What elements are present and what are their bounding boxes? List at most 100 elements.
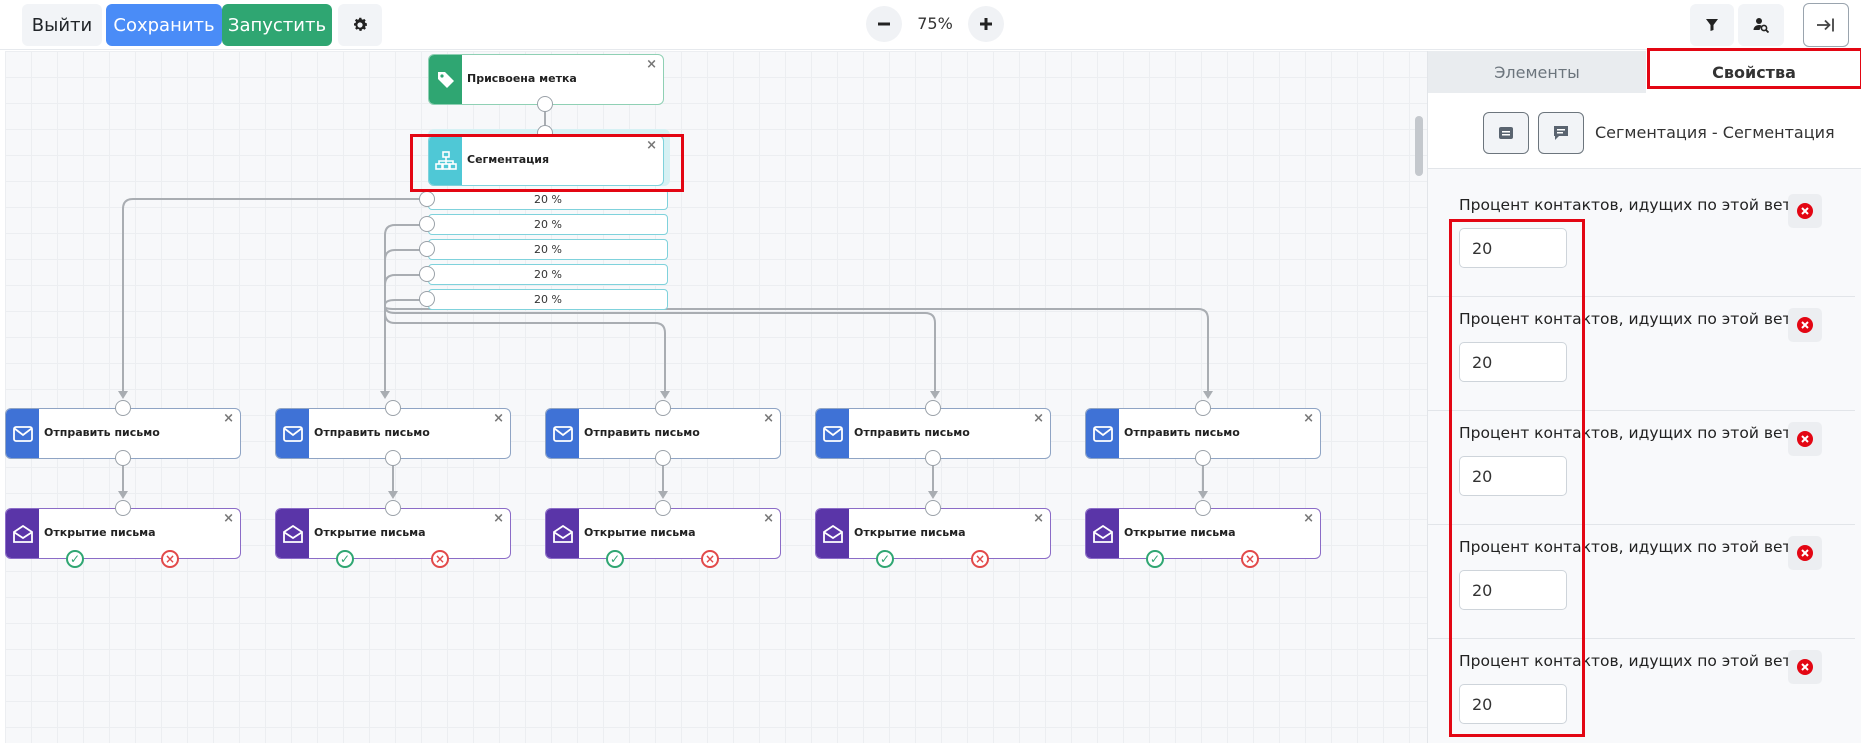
node-icon-bg [276, 409, 309, 458]
port-open-in[interactable] [115, 500, 131, 516]
x-circle-icon[interactable]: × [701, 550, 719, 568]
node-title: Открытие письма [44, 526, 156, 539]
exit-button[interactable]: Выйти [22, 4, 102, 46]
port-send-out[interactable] [655, 450, 671, 466]
port-branch-out[interactable] [419, 241, 435, 257]
zoom-in-button[interactable] [968, 6, 1004, 42]
node-send-email[interactable]: Отправить письмо × [545, 408, 781, 459]
segmentation-branch[interactable]: 20 % [428, 214, 668, 235]
node-title: Отправить письмо [314, 426, 430, 439]
port-send-in[interactable] [1195, 400, 1211, 416]
port-tag-out[interactable] [537, 96, 553, 112]
branch-percent: 20 % [534, 218, 562, 231]
node-title: Присвоена метка [467, 72, 577, 85]
port-send-out[interactable] [385, 450, 401, 466]
field-label: Процент контактов, идущих по этой ветке: [1459, 424, 1816, 442]
port-send-in[interactable] [925, 400, 941, 416]
node-email-opened[interactable]: Открытие письма × [815, 508, 1051, 559]
user-search-icon [1753, 18, 1769, 33]
properties-panel: Элементы Свойства Сегментация - Сегмента… [1427, 48, 1861, 743]
x-circle-icon[interactable]: × [1241, 550, 1259, 568]
check-circle-icon[interactable]: ✓ [1146, 550, 1164, 568]
canvas-scrollbar[interactable] [1415, 116, 1423, 176]
port-send-in[interactable] [115, 400, 131, 416]
port-send-out[interactable] [925, 450, 941, 466]
port-send-in[interactable] [385, 400, 401, 416]
gear-icon [354, 17, 368, 31]
tab-properties[interactable]: Свойства [1646, 51, 1861, 93]
node-title: Открытие письма [1124, 526, 1236, 539]
close-icon[interactable]: × [646, 57, 657, 72]
segmentation-branch[interactable]: 20 % [428, 239, 668, 260]
collapse-panel-button[interactable] [1803, 3, 1849, 47]
port-branch-out[interactable] [419, 291, 435, 307]
envelope-open-icon [12, 524, 33, 543]
port-open-in[interactable] [385, 500, 401, 516]
message-button[interactable] [1483, 112, 1529, 154]
envelope-icon [1092, 425, 1113, 442]
comment-button[interactable] [1538, 112, 1584, 154]
port-branch-out[interactable] [419, 216, 435, 232]
user-search-button[interactable] [1738, 4, 1784, 46]
delete-branch-button[interactable] [1788, 536, 1822, 570]
branch-percent: 20 % [534, 243, 562, 256]
close-icon[interactable]: × [223, 411, 234, 426]
check-circle-icon[interactable]: ✓ [66, 550, 84, 568]
delete-branch-button[interactable] [1788, 422, 1822, 456]
segmentation-branch[interactable]: 20 % [428, 264, 668, 285]
node-email-opened[interactable]: Открытие письма × [275, 508, 511, 559]
x-circle-icon[interactable]: × [431, 550, 449, 568]
x-circle-icon[interactable]: × [971, 550, 989, 568]
port-open-in[interactable] [655, 500, 671, 516]
x-circle-icon [1797, 203, 1813, 219]
close-icon[interactable]: × [223, 511, 234, 526]
filter-button[interactable] [1690, 4, 1734, 46]
port-send-out[interactable] [1195, 450, 1211, 466]
port-send-in[interactable] [655, 400, 671, 416]
delete-branch-button[interactable] [1788, 194, 1822, 228]
x-circle-icon[interactable]: × [161, 550, 179, 568]
node-email-opened[interactable]: Открытие письма × [545, 508, 781, 559]
segmentation-branch[interactable]: 20 % [428, 289, 668, 310]
segmentation-branch[interactable]: 20 % [428, 189, 668, 210]
close-icon[interactable]: × [1033, 411, 1044, 426]
tab-elements[interactable]: Элементы [1428, 51, 1646, 93]
save-button[interactable]: Сохранить [106, 4, 222, 46]
close-icon[interactable]: × [763, 511, 774, 526]
percent-input[interactable]: 20 [1459, 456, 1567, 496]
close-icon[interactable]: × [646, 138, 657, 153]
percent-input[interactable]: 20 [1459, 228, 1567, 268]
run-button[interactable]: Запустить [222, 4, 332, 46]
node-segmentation[interactable]: Сегментация × [428, 135, 664, 186]
port-open-in[interactable] [1195, 500, 1211, 516]
zoom-out-button[interactable] [866, 6, 902, 42]
close-icon[interactable]: × [493, 411, 504, 426]
port-send-out[interactable] [115, 450, 131, 466]
check-circle-icon[interactable]: ✓ [606, 550, 624, 568]
settings-button[interactable] [338, 4, 382, 46]
node-email-opened[interactable]: Открытие письма × [1085, 508, 1321, 559]
close-icon[interactable]: × [493, 511, 504, 526]
percent-input[interactable]: 20 [1459, 342, 1567, 382]
close-icon[interactable]: × [1303, 411, 1314, 426]
percent-input[interactable]: 20 [1459, 570, 1567, 610]
close-icon[interactable]: × [1033, 511, 1044, 526]
check-circle-icon[interactable]: ✓ [876, 550, 894, 568]
flow-canvas[interactable]: Присвоена метка × Сегментация × 20 % 20 … [5, 51, 1427, 743]
delete-branch-button[interactable] [1788, 308, 1822, 342]
zoom-level: 75% [917, 14, 953, 33]
percent-input[interactable]: 20 [1459, 684, 1567, 724]
delete-branch-button[interactable] [1788, 650, 1822, 684]
branch-percent-field: Процент контактов, идущих по этой ветке:… [1428, 639, 1855, 753]
close-icon[interactable]: × [1303, 511, 1314, 526]
element-name: Сегментация - Сегментация [1595, 123, 1835, 142]
node-icon-bg [546, 509, 579, 558]
port-branch-out[interactable] [419, 191, 435, 207]
port-open-in[interactable] [925, 500, 941, 516]
close-icon[interactable]: × [763, 411, 774, 426]
check-circle-icon[interactable]: ✓ [336, 550, 354, 568]
node-title: Открытие письма [584, 526, 696, 539]
node-title: Отправить письмо [1124, 426, 1240, 439]
port-branch-out[interactable] [419, 266, 435, 282]
node-email-opened[interactable]: Открытие письма × [5, 508, 241, 559]
